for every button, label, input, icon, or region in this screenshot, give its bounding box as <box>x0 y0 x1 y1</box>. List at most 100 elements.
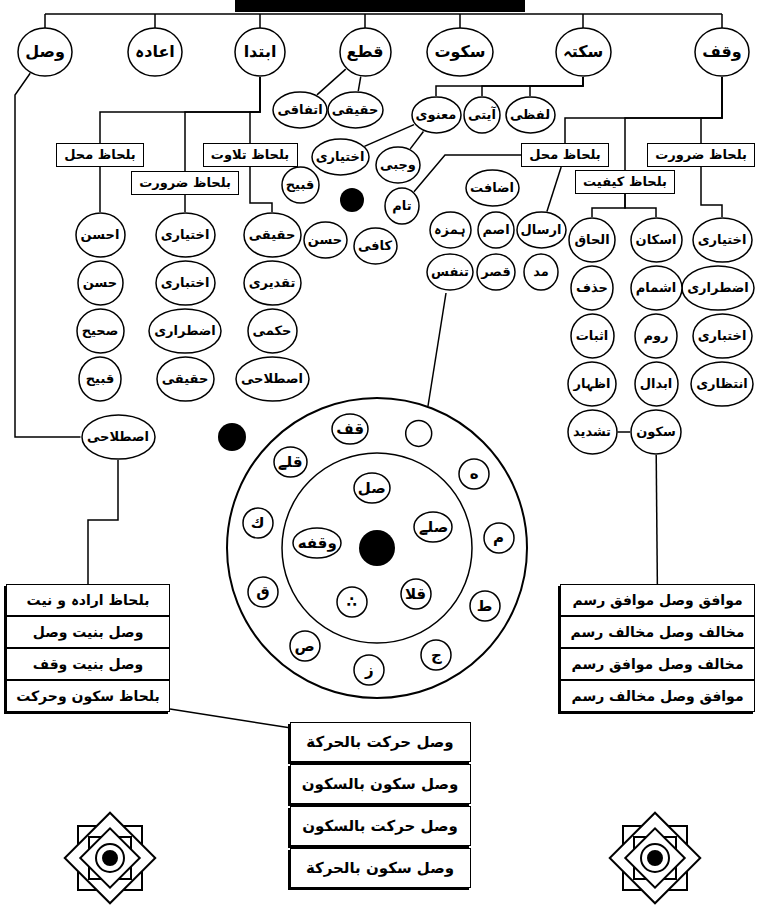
circle-outline <box>304 222 347 258</box>
circle-outline <box>631 218 682 262</box>
type-circle: حقیقی <box>156 356 215 402</box>
category-box: بلحاظ تلاوت <box>203 143 298 167</box>
list-box: وصل حرکت بالسکون <box>290 806 471 846</box>
node-label: اتفاقی <box>277 102 322 118</box>
stop-sign: ه <box>458 458 490 490</box>
circle-outline <box>376 147 420 183</box>
node-label: م <box>493 529 504 547</box>
connector-line <box>618 431 631 433</box>
circle-outline <box>421 640 451 670</box>
node-label: اصطلاحی <box>241 371 303 387</box>
stop-sign: ز <box>353 654 385 686</box>
circle-outline <box>484 523 514 553</box>
circle-outline <box>156 213 215 257</box>
node-label: تنفس <box>431 264 469 280</box>
type-circle: حقیقی <box>243 212 302 258</box>
type-circle: وجبی <box>375 146 421 184</box>
node-label: وصل بنیت وصل <box>33 624 144 641</box>
type-circle: اثبات <box>570 313 615 359</box>
node-label: ارسال <box>521 222 562 238</box>
type-circle: اضطراری <box>148 308 222 354</box>
circle-outline <box>568 362 616 406</box>
connector-line <box>99 167 101 212</box>
node-label: وقفه <box>298 534 337 552</box>
list-box: موافق وصل موافق رسم <box>560 584 755 616</box>
connector-line <box>625 194 656 217</box>
stop-sign: ط <box>469 590 501 622</box>
node-label: ہمزہ <box>434 222 467 238</box>
black-dot <box>340 188 364 212</box>
circle-outline <box>244 213 301 257</box>
circle-outline <box>290 631 320 661</box>
circle-outline <box>556 28 611 76</box>
type-circle: حسن <box>303 221 348 259</box>
circle-outline <box>236 357 309 401</box>
node-label: وقف <box>702 42 741 61</box>
circle-outline <box>478 212 514 248</box>
node-label: صل <box>358 479 386 497</box>
node-label: ق <box>256 583 269 601</box>
stop-sign: ك <box>242 507 274 539</box>
connector-line <box>701 167 722 217</box>
type-circle: سکون <box>630 409 682 455</box>
star-ornament <box>610 813 701 904</box>
circle-outline <box>18 28 72 76</box>
node-label: ز <box>365 661 374 679</box>
type-circle: کافی <box>353 227 398 265</box>
node-label: حکمی <box>253 323 292 339</box>
circle-outline <box>248 309 297 353</box>
node-label: بلحاظ ارادہ و نیت <box>27 592 150 609</box>
node-label: قف <box>336 420 364 438</box>
node-label: بلحاظ محل <box>529 147 601 163</box>
list-box: مخالف وصل مخالف رسم <box>560 616 755 648</box>
node-label: سکتہ <box>563 42 604 61</box>
stop-sign: ص <box>289 630 321 662</box>
circle-outline <box>414 512 452 542</box>
connector-line <box>88 460 118 584</box>
node-label: ابدال <box>640 376 673 392</box>
circle-outline <box>337 587 367 617</box>
node-label: اختیاری <box>698 232 747 248</box>
stop-sign: صل <box>353 472 391 504</box>
node-label: اضطراری <box>154 323 216 339</box>
type-circle: حقیقی <box>327 91 384 129</box>
node-label: مخالف وصل مخالف رسم <box>570 624 744 641</box>
node-label: حقیقی <box>162 371 209 387</box>
node-label: الحاق <box>574 232 609 248</box>
circle-outline <box>235 28 285 76</box>
node-label: صلے <box>419 518 449 536</box>
circle-outline <box>312 139 369 175</box>
node-label: ك <box>251 514 265 532</box>
circle-outline <box>243 508 273 538</box>
term-circle: سکتہ <box>555 27 612 77</box>
connector-line <box>701 77 722 143</box>
connector-line <box>358 77 360 91</box>
node-label: ط <box>477 597 493 615</box>
node-label: اثبات <box>576 328 609 344</box>
node-label: قبیح <box>286 177 315 193</box>
node-label: وصل <box>25 42 65 61</box>
circle-outline <box>635 314 677 358</box>
category-box: بلحاظ ضرورت <box>131 171 239 195</box>
circle-outline <box>82 415 155 459</box>
type-circle: اختیاری <box>155 212 216 258</box>
stop-sign: ق <box>247 576 279 608</box>
node-label: اضطراری <box>687 280 749 296</box>
circle-outline <box>635 362 678 406</box>
circle-outline <box>466 170 519 206</box>
connector-line <box>250 77 260 143</box>
circle-outline <box>470 591 500 621</box>
stop-sign: م <box>483 522 515 554</box>
top-rail <box>45 13 722 15</box>
connector-line <box>410 132 423 149</box>
type-circle: آیتی <box>463 96 501 134</box>
connector-line <box>184 195 186 212</box>
node-label: اشمام <box>636 280 676 296</box>
node-label: وصل سکون بالسکون <box>302 775 458 793</box>
node-label: انتظاری <box>696 376 748 392</box>
circle-outline <box>248 577 278 607</box>
stop-sign: قلے <box>273 446 308 478</box>
type-circle: معنوی <box>411 96 462 134</box>
node-label: قلا <box>405 585 426 603</box>
